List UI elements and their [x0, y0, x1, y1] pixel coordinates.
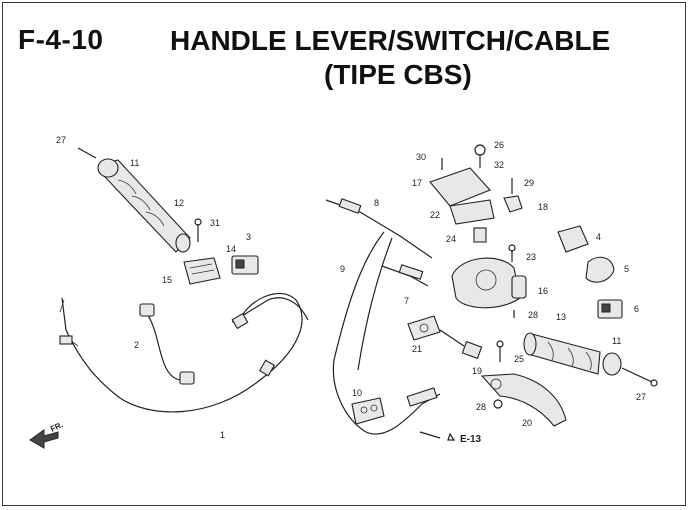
label-31: 31 — [210, 218, 220, 228]
label-27-right: 27 — [636, 392, 646, 402]
title-line-2: (TIPE CBS) — [324, 59, 472, 90]
label-18: 18 — [538, 202, 548, 212]
left-grip — [77, 147, 191, 253]
label-15: 15 — [162, 275, 172, 285]
label-28-bottom: 28 — [476, 402, 486, 412]
label-1: 1 — [220, 430, 225, 440]
label-20: 20 — [522, 418, 532, 428]
diagram-frame — [2, 2, 686, 506]
label-10: 10 — [352, 388, 362, 398]
figure-code: F-4-10 — [18, 24, 104, 55]
label-11-left: 11 — [130, 158, 139, 168]
right-switch-housing — [451, 225, 623, 319]
label-4: 4 — [596, 232, 601, 242]
label-14: 14 — [226, 244, 236, 254]
rear-brake-cable — [59, 293, 303, 413]
left-switch-assembly — [183, 218, 259, 285]
label-17: 17 — [412, 178, 422, 188]
label-23: 23 — [526, 252, 536, 262]
label-2: 2 — [134, 340, 139, 350]
label-8: 8 — [374, 198, 379, 208]
label-29: 29 — [524, 178, 534, 188]
label-27-left: 27 — [56, 135, 66, 145]
right-upper-assembly — [429, 144, 523, 243]
switch-wire — [139, 303, 195, 385]
label-3: 3 — [246, 232, 251, 242]
throttle-cable-left — [231, 297, 309, 330]
label-19: 19 — [472, 366, 482, 376]
label-9: 9 — [340, 264, 345, 274]
label-26: 26 — [494, 140, 504, 150]
label-5: 5 — [624, 264, 629, 274]
center-cables — [325, 198, 441, 435]
front-arrow-icon — [29, 429, 59, 449]
title-line-1: HANDLE LEVER/SWITCH/CABLE — [170, 25, 611, 56]
front-brake-parts — [407, 315, 504, 362]
diagram-title: HANDLE LEVER/SWITCH/CABLE (TIPE CBS) — [170, 24, 640, 92]
right-grip — [523, 332, 658, 387]
front-brake-lever — [480, 310, 567, 427]
label-25: 25 — [514, 354, 524, 364]
label-21: 21 — [412, 344, 422, 354]
label-e13: E-13 — [460, 434, 482, 445]
label-front-direction: FR. — [49, 420, 64, 434]
label-22: 22 — [430, 210, 440, 220]
label-24: 24 — [446, 234, 456, 244]
label-6: 6 — [634, 304, 639, 314]
label-30: 30 — [416, 152, 426, 162]
label-12: 12 — [174, 198, 184, 208]
label-28-top: 28 — [528, 310, 538, 320]
label-7: 7 — [404, 296, 409, 306]
label-16: 16 — [538, 286, 548, 296]
label-11-right: 11 — [612, 336, 621, 346]
label-32: 32 — [494, 160, 504, 170]
label-13: 13 — [556, 312, 566, 322]
e13-reference — [419, 431, 456, 441]
